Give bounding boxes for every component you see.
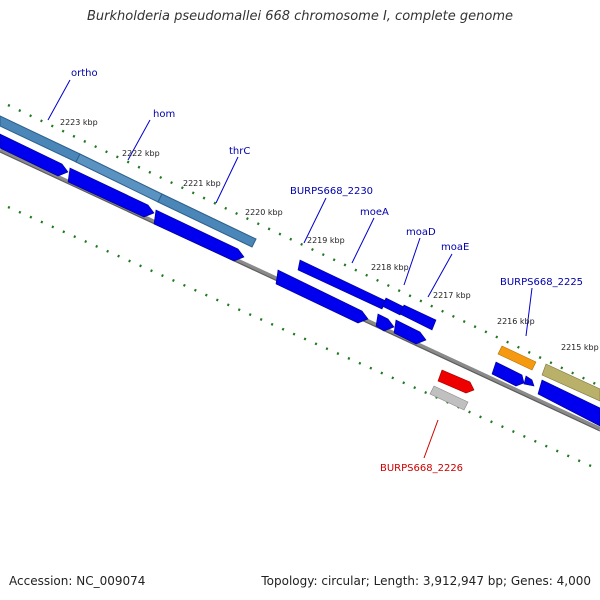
gene-arrow-moeA[interactable]: [297, 259, 387, 310]
genome-summary-text: Topology: circular; Length: 3,912,947 bp…: [261, 574, 591, 588]
gene-arrow-moaE[interactable]: [399, 304, 437, 331]
gene-label-moaE[interactable]: moaE: [441, 242, 469, 253]
tick-label: 2220 kbp: [245, 208, 283, 217]
gene-arrow[interactable]: [537, 379, 600, 427]
gene-arrow-moaD[interactable]: [381, 297, 405, 316]
leader-lines: [47, 79, 533, 337]
tick-label: 2222 kbp: [122, 149, 160, 158]
tick-label: 2223 kbp: [60, 118, 98, 127]
gene-arrow-burps2230[interactable]: [275, 269, 369, 324]
gene-label-moaD[interactable]: moaD: [406, 227, 436, 238]
outer-tick-track: [7, 103, 600, 388]
pseudo-gene-bar[interactable]: [429, 385, 469, 411]
gene-arrow[interactable]: [393, 319, 427, 345]
tick-label: 2218 kbp: [371, 263, 409, 272]
tick-label: 2215 kbp: [561, 343, 599, 352]
gene-arrow-thrC[interactable]: [153, 209, 245, 262]
gene-label-thrC[interactable]: thrC: [229, 146, 250, 157]
tick-label: 2221 kbp: [183, 179, 221, 188]
gene-label-burps2226[interactable]: BURPS668_2226: [380, 463, 463, 474]
operon-bar[interactable]: [157, 193, 257, 248]
gene-label-hom[interactable]: hom: [153, 109, 175, 120]
page-title: Burkholderia pseudomallei 668 chromosome…: [86, 9, 514, 24]
tick-label: 2216 kbp: [497, 317, 535, 326]
gene-label-ortho[interactable]: ortho: [71, 68, 98, 79]
tick-label: 2219 kbp: [307, 236, 345, 245]
inner-tick-track: [7, 205, 600, 472]
gene-arrow[interactable]: [375, 313, 395, 332]
gene-arrow-burps2226[interactable]: [437, 369, 475, 394]
accession-text: Accession: NC_009074: [9, 574, 146, 588]
gene-arrow[interactable]: [491, 361, 525, 387]
orange-feature[interactable]: [497, 345, 537, 371]
olive-feature[interactable]: [541, 363, 600, 402]
gene-label-burps2230[interactable]: BURPS668_2230: [290, 186, 373, 197]
tick-label: 2217 kbp: [433, 291, 471, 300]
gene-arrow-hom[interactable]: [67, 167, 155, 218]
gene-arrow[interactable]: [523, 375, 535, 387]
gene-label-moeA[interactable]: moeA: [360, 207, 389, 218]
gene-label-burps2225[interactable]: BURPS668_2225: [500, 277, 583, 288]
leader-line-highlight: [423, 419, 439, 459]
gene-arrow-ortho[interactable]: [0, 133, 69, 177]
